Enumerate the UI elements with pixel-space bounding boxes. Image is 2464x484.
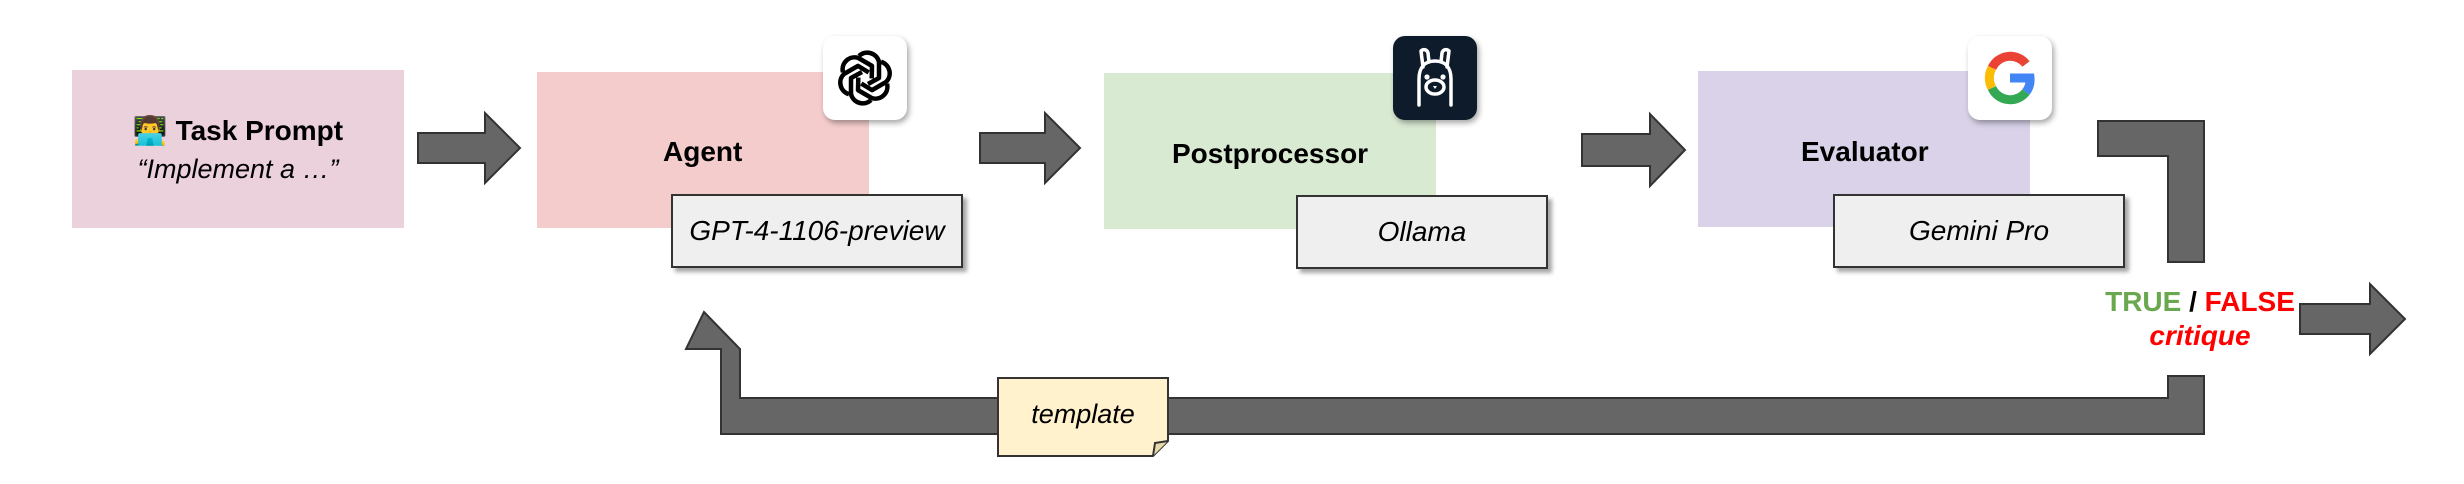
arrow-output	[2299, 281, 2407, 357]
false-label: FALSE	[2204, 286, 2295, 317]
postprocessor-label: Postprocessor	[1172, 138, 1369, 169]
postprocessor-model-box: Ollama	[1296, 195, 1548, 269]
task-prompt-label: Task Prompt	[175, 115, 344, 146]
google-logo-icon	[1968, 36, 2052, 120]
task-prompt-subtitle: “Implement a …”	[137, 154, 339, 184]
connector-feedback-loop	[684, 310, 2205, 435]
task-prompt-block: 👨‍💻 Task Prompt “Implement a …”	[72, 70, 404, 228]
coder-emoji-icon: 👨‍💻	[132, 115, 168, 146]
evaluation-result: TRUE / FALSE	[2050, 286, 2350, 318]
arrow-agent-to-postprocessor	[979, 110, 1082, 186]
evaluator-model-box: Gemini Pro	[1833, 194, 2125, 268]
connector-evaluator-down	[2097, 120, 2205, 263]
openai-logo-icon	[823, 36, 907, 120]
critique-label: critique	[2149, 320, 2251, 351]
ollama-logo-icon	[1393, 36, 1477, 120]
agent-label: Agent	[663, 136, 743, 167]
arrow-postprocessor-to-evaluator	[1581, 111, 1687, 189]
true-label: TRUE	[2105, 286, 2182, 317]
task-prompt-title: 👨‍💻 Task Prompt	[72, 114, 404, 147]
template-note-label: template	[1031, 399, 1135, 429]
arrow-task-to-agent	[417, 110, 522, 186]
agent-model-box: GPT-4-1106-preview	[671, 194, 963, 268]
result-separator: /	[2181, 286, 2205, 317]
evaluator-label: Evaluator	[1801, 136, 1929, 167]
template-note: template	[997, 377, 1169, 457]
